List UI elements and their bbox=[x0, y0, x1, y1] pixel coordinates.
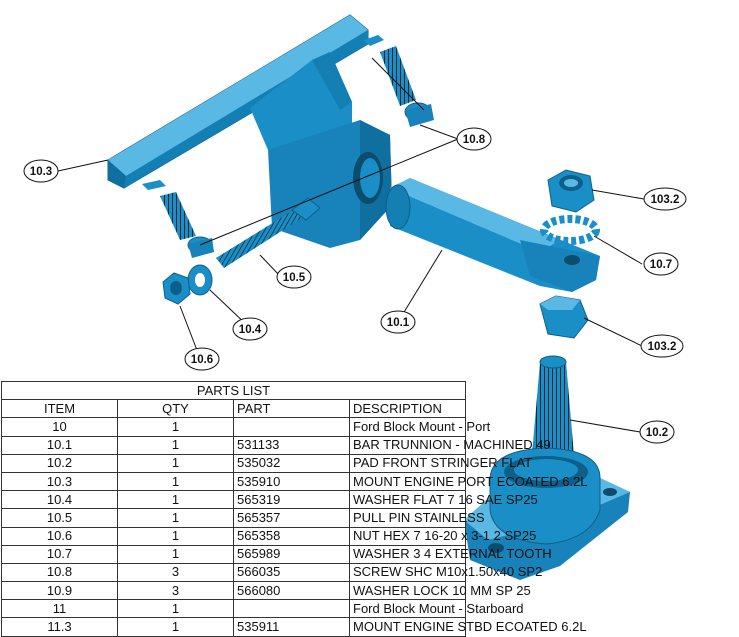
cell-item: 10.5 bbox=[1, 508, 118, 528]
external-tooth-washer bbox=[540, 215, 600, 245]
cell-description: WASHER FLAT 7 16 SAE SP25 bbox=[349, 490, 538, 510]
svg-text:10.8: 10.8 bbox=[463, 134, 486, 146]
bar-trunnion bbox=[385, 178, 600, 292]
cell-item: 10 bbox=[1, 417, 118, 437]
callout-10-7: 10.7 bbox=[643, 252, 679, 276]
cell-item: 10.2 bbox=[1, 453, 118, 473]
svg-text:10.7: 10.7 bbox=[650, 259, 672, 271]
table-row: 10.4 1 565319 WASHER FLAT 7 16 SAE SP25 bbox=[1, 490, 538, 510]
callout-103-2-top: 103.2 bbox=[643, 187, 687, 211]
cell-description: PAD FRONT STRINGER FLAT bbox=[349, 453, 532, 473]
cell-part: 535910 bbox=[233, 471, 350, 492]
svg-text:10.1: 10.1 bbox=[387, 317, 410, 329]
cell-description: PULL PIN STAINLESS bbox=[349, 508, 485, 528]
svg-text:10.4: 10.4 bbox=[239, 324, 262, 336]
cell-part: 565358 bbox=[233, 526, 350, 546]
cell-description: MOUNT ENGINE PORT ECOATED 6.2L bbox=[349, 471, 588, 492]
table-row: 10.6 1 565358 NUT HEX 7 16-20 x 3-1 2 SP… bbox=[1, 526, 536, 546]
callout-10-5: 10.5 bbox=[276, 265, 312, 289]
callout-10-3: 10.3 bbox=[23, 159, 59, 183]
table-row: 10.9 3 566080 WASHER LOCK 10 MM SP 25 bbox=[1, 581, 531, 601]
table-row: 10 1 Ford Block Mount - Port bbox=[1, 417, 490, 437]
cell-item: 11.3 bbox=[1, 617, 118, 637]
cell-item: 11 bbox=[1, 599, 118, 619]
hex-nut-top bbox=[547, 169, 595, 213]
svg-text:103.2: 103.2 bbox=[648, 341, 677, 353]
cell-part: 535032 bbox=[233, 453, 350, 473]
callout-103-2-bottom: 103.2 bbox=[640, 334, 684, 358]
header-description: DESCRIPTION bbox=[349, 399, 466, 419]
table-row: 10.3 1 535910 MOUNT ENGINE PORT ECOATED … bbox=[1, 471, 588, 492]
callout-10-4: 10.4 bbox=[232, 317, 268, 341]
cell-part: 565357 bbox=[233, 508, 350, 528]
table-row: 11.3 1 535911 MOUNT ENGINE STBD ECOATED … bbox=[1, 617, 587, 637]
cell-qty: 1 bbox=[117, 453, 234, 473]
cell-item: 10.4 bbox=[1, 490, 118, 510]
cell-qty: 1 bbox=[117, 417, 234, 437]
cell-part: 531133 bbox=[233, 435, 350, 455]
table-row: 10.8 3 566035 SCREW SHC M10x1.50x40 SP2 bbox=[1, 562, 542, 583]
parts-list-title: PARTS LIST bbox=[1, 380, 466, 401]
table-row: 10.7 1 565989 WASHER 3 4 EXTERNAL TOOTH bbox=[1, 544, 552, 564]
cell-qty: 1 bbox=[117, 490, 234, 510]
parts-list-table: PARTS LIST ITEM QTY PART DESCRIPTION 10 … bbox=[1, 380, 588, 637]
cell-description: Ford Block Mount - Port bbox=[349, 417, 490, 437]
cell-qty: 1 bbox=[117, 526, 234, 546]
cell-part bbox=[233, 599, 350, 619]
cell-part: 565989 bbox=[233, 544, 350, 564]
table-row: 10.2 1 535032 PAD FRONT STRINGER FLAT bbox=[1, 453, 532, 473]
hex-nut-bottom bbox=[539, 295, 589, 339]
cell-qty: 1 bbox=[117, 617, 234, 637]
cell-description: SCREW SHC M10x1.50x40 SP2 bbox=[349, 562, 542, 583]
cell-description: WASHER LOCK 10 MM SP 25 bbox=[349, 581, 531, 601]
cell-part: 566035 bbox=[233, 562, 350, 583]
svg-text:103.2: 103.2 bbox=[651, 194, 680, 206]
cell-description: BAR TRUNNION - MACHINED 49 bbox=[349, 435, 551, 455]
cell-description: Ford Block Mount - Starboard bbox=[349, 599, 524, 619]
cell-item: 10.1 bbox=[1, 435, 118, 455]
socket-head-screw-upper bbox=[364, 35, 434, 127]
socket-head-screw-lower bbox=[142, 180, 214, 258]
cell-qty: 3 bbox=[117, 562, 234, 583]
cell-qty: 1 bbox=[117, 599, 234, 619]
header-qty: QTY bbox=[117, 399, 234, 419]
cell-qty: 1 bbox=[117, 508, 234, 528]
cell-part: 565319 bbox=[233, 490, 350, 510]
cell-part bbox=[233, 417, 350, 437]
cell-item: 10.8 bbox=[1, 562, 118, 583]
cell-item: 10.7 bbox=[1, 544, 118, 564]
engine-mount-bracket bbox=[107, 14, 392, 248]
cell-part: 566080 bbox=[233, 581, 350, 601]
cell-description: NUT HEX 7 16-20 x 3-1 2 SP25 bbox=[349, 526, 536, 546]
svg-text:10.6: 10.6 bbox=[191, 354, 213, 366]
cell-qty: 3 bbox=[117, 581, 234, 601]
cell-description: MOUNT ENGINE STBD ECOATED 6.2L bbox=[349, 617, 587, 637]
cell-qty: 1 bbox=[117, 471, 234, 492]
table-row: 11 1 Ford Block Mount - Starboard bbox=[1, 599, 524, 619]
hex-nut-small bbox=[162, 272, 191, 305]
cell-item: 10.6 bbox=[1, 526, 118, 546]
callout-10-1: 10.1 bbox=[380, 310, 416, 334]
table-row: 10.5 1 565357 PULL PIN STAINLESS bbox=[1, 508, 485, 528]
svg-text:10.2: 10.2 bbox=[646, 427, 668, 439]
cell-part: 535911 bbox=[233, 617, 350, 637]
svg-text:10.5: 10.5 bbox=[283, 272, 306, 284]
table-row: 10.1 1 531133 BAR TRUNNION - MACHINED 49 bbox=[1, 435, 551, 455]
pad-front-stringer bbox=[464, 355, 630, 580]
parts-list-header-row: ITEM QTY PART DESCRIPTION bbox=[1, 399, 466, 419]
callout-10-6: 10.6 bbox=[184, 347, 220, 371]
callout-10-8: 10.8 bbox=[456, 127, 492, 151]
pull-pin bbox=[216, 197, 321, 268]
cell-item: 10.9 bbox=[1, 581, 118, 601]
svg-text:10.3: 10.3 bbox=[30, 166, 52, 178]
header-part: PART bbox=[233, 399, 350, 419]
cell-qty: 1 bbox=[117, 544, 234, 564]
cell-qty: 1 bbox=[117, 435, 234, 455]
flat-washer bbox=[187, 264, 213, 296]
cell-item: 10.3 bbox=[1, 471, 118, 492]
cell-description: WASHER 3 4 EXTERNAL TOOTH bbox=[349, 544, 552, 564]
callout-10-2: 10.2 bbox=[639, 420, 675, 444]
header-item: ITEM bbox=[1, 399, 118, 419]
